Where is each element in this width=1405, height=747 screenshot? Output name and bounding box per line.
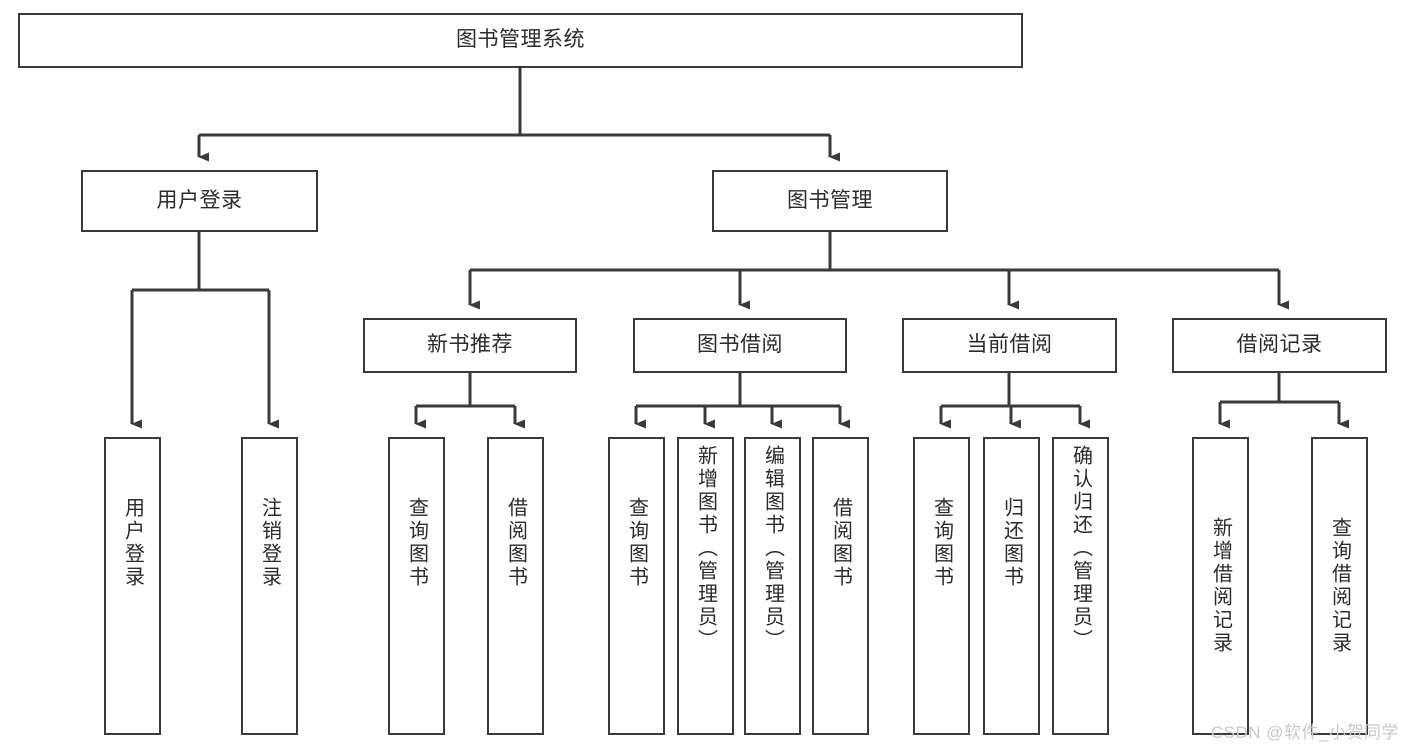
node-leaf-query-record-label: 查询借阅记录 bbox=[1328, 517, 1351, 655]
node-book-manage[interactable]: 图书管理 bbox=[712, 170, 948, 232]
node-leaf-add-record-label: 新增借阅记录 bbox=[1209, 517, 1232, 655]
node-leaf-query-book-1-label: 查询图书 bbox=[405, 497, 428, 589]
node-leaf-borrow-book-1[interactable]: 借阅图书 bbox=[487, 437, 544, 735]
node-current-borrow[interactable]: 当前借阅 bbox=[902, 318, 1117, 373]
node-leaf-borrow-book-2[interactable]: 借阅图书 bbox=[812, 437, 869, 735]
node-root[interactable]: 图书管理系统 bbox=[18, 13, 1023, 68]
node-leaf-logout-label: 注销登录 bbox=[258, 497, 281, 589]
node-leaf-query-book-3[interactable]: 查询图书 bbox=[913, 437, 970, 735]
node-book-manage-label: 图书管理 bbox=[787, 188, 873, 212]
node-leaf-edit-book[interactable]: 编辑图书（管理员） bbox=[744, 437, 801, 735]
node-leaf-query-book-2[interactable]: 查询图书 bbox=[608, 437, 665, 735]
node-leaf-user-login-label: 用户登录 bbox=[121, 497, 144, 589]
node-leaf-query-record[interactable]: 查询借阅记录 bbox=[1311, 437, 1368, 735]
node-leaf-confirm-return[interactable]: 确认归还（管理员） bbox=[1052, 437, 1109, 735]
node-borrow-record-label: 借阅记录 bbox=[1236, 333, 1323, 357]
node-user-login[interactable]: 用户登录 bbox=[81, 170, 318, 232]
node-leaf-query-book-2-label: 查询图书 bbox=[625, 497, 648, 589]
node-leaf-borrow-book-1-label: 借阅图书 bbox=[504, 497, 527, 589]
node-book-borrow[interactable]: 图书借阅 bbox=[633, 318, 847, 373]
node-leaf-add-book-label: 新增图书（管理员） bbox=[694, 445, 717, 652]
node-book-borrow-label: 图书借阅 bbox=[697, 333, 783, 357]
node-leaf-user-login[interactable]: 用户登录 bbox=[104, 437, 161, 735]
node-leaf-logout[interactable]: 注销登录 bbox=[241, 437, 298, 735]
node-leaf-confirm-return-label: 确认归还（管理员） bbox=[1069, 445, 1092, 652]
node-leaf-add-record[interactable]: 新增借阅记录 bbox=[1192, 437, 1249, 735]
node-leaf-return-book-label: 归还图书 bbox=[1000, 497, 1023, 589]
node-new-book-recommend-label: 新书推荐 bbox=[427, 333, 513, 357]
node-user-login-label: 用户登录 bbox=[156, 188, 243, 212]
node-root-label: 图书管理系统 bbox=[456, 28, 585, 52]
node-borrow-record[interactable]: 借阅记录 bbox=[1172, 318, 1387, 373]
node-leaf-return-book[interactable]: 归还图书 bbox=[983, 437, 1040, 735]
node-leaf-add-book[interactable]: 新增图书（管理员） bbox=[677, 437, 734, 735]
node-current-borrow-label: 当前借阅 bbox=[966, 333, 1053, 357]
node-leaf-edit-book-label: 编辑图书（管理员） bbox=[761, 445, 784, 652]
node-leaf-query-book-1[interactable]: 查询图书 bbox=[388, 437, 445, 735]
node-leaf-borrow-book-2-label: 借阅图书 bbox=[829, 497, 852, 589]
node-leaf-query-book-3-label: 查询图书 bbox=[930, 497, 953, 589]
node-new-book-recommend[interactable]: 新书推荐 bbox=[363, 318, 577, 373]
